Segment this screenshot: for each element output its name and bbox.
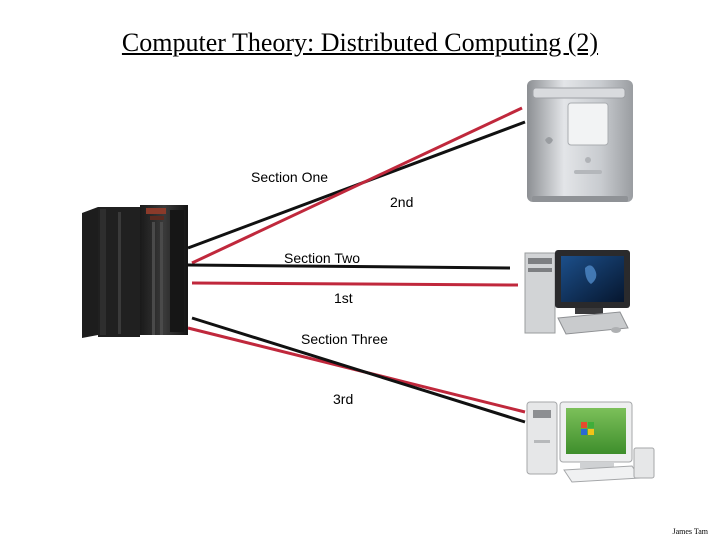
footer-author: James Tam — [672, 527, 708, 536]
label-third: 3rd — [333, 391, 354, 407]
line-mainframe-to-mac-red — [191, 106, 523, 265]
mac-tower-icon — [527, 80, 633, 202]
label-second: 2nd — [390, 194, 414, 210]
mainframe-icon — [82, 205, 188, 338]
label-section-one: Section One — [251, 169, 329, 185]
page-title: Computer Theory: Distributed Computing (… — [121, 28, 599, 57]
windows-xp-pc-icon — [526, 401, 655, 483]
label-section-three: Section Three — [301, 331, 388, 347]
label-section-two: Section Two — [284, 250, 361, 266]
line-mainframe-to-pc-red — [191, 281, 519, 287]
line-mainframe-to-xp-black — [191, 316, 526, 424]
desktop-pc-icon — [524, 250, 630, 335]
label-first: 1st — [334, 290, 353, 306]
line-mainframe-to-pc-black — [187, 263, 511, 270]
connection-lines — [187, 106, 526, 424]
